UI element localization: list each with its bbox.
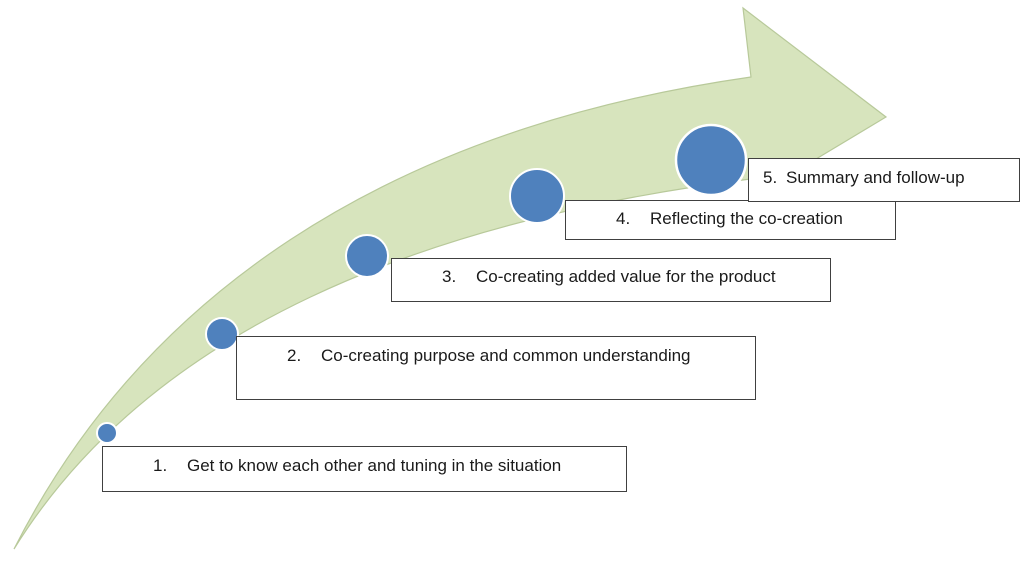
step-marker-3 bbox=[345, 234, 389, 278]
step-marker-2 bbox=[205, 317, 239, 351]
step-box-5: 5. Summary and follow-up bbox=[748, 158, 1020, 202]
step-box-4: 4. Reflecting the co-creation bbox=[565, 200, 896, 240]
step-label: Co-creating added value for the product bbox=[476, 267, 776, 286]
step-box-1: 1. Get to know each other and tuning in … bbox=[102, 446, 627, 492]
curved-arrow bbox=[13, 6, 888, 550]
step-label: Summary and follow-up bbox=[786, 168, 965, 187]
step-number: 4. bbox=[616, 209, 631, 228]
step-number: 2. bbox=[287, 346, 302, 365]
step-marker-5 bbox=[674, 123, 748, 197]
step-marker-4 bbox=[509, 168, 565, 224]
step-box-3: 3. Co-creating added value for the produ… bbox=[391, 258, 831, 302]
step-number: 5. bbox=[763, 168, 778, 187]
step-label: Get to know each other and tuning in the… bbox=[187, 456, 562, 475]
step-number: 1. bbox=[153, 456, 168, 475]
step-box-2: 2. Co-creating purpose and common unders… bbox=[236, 336, 756, 400]
step-marker-1 bbox=[96, 422, 118, 444]
step-label: Reflecting the co-creation bbox=[650, 209, 843, 228]
step-label: Co-creating purpose and common understan… bbox=[321, 346, 691, 365]
step-number: 3. bbox=[442, 267, 457, 286]
